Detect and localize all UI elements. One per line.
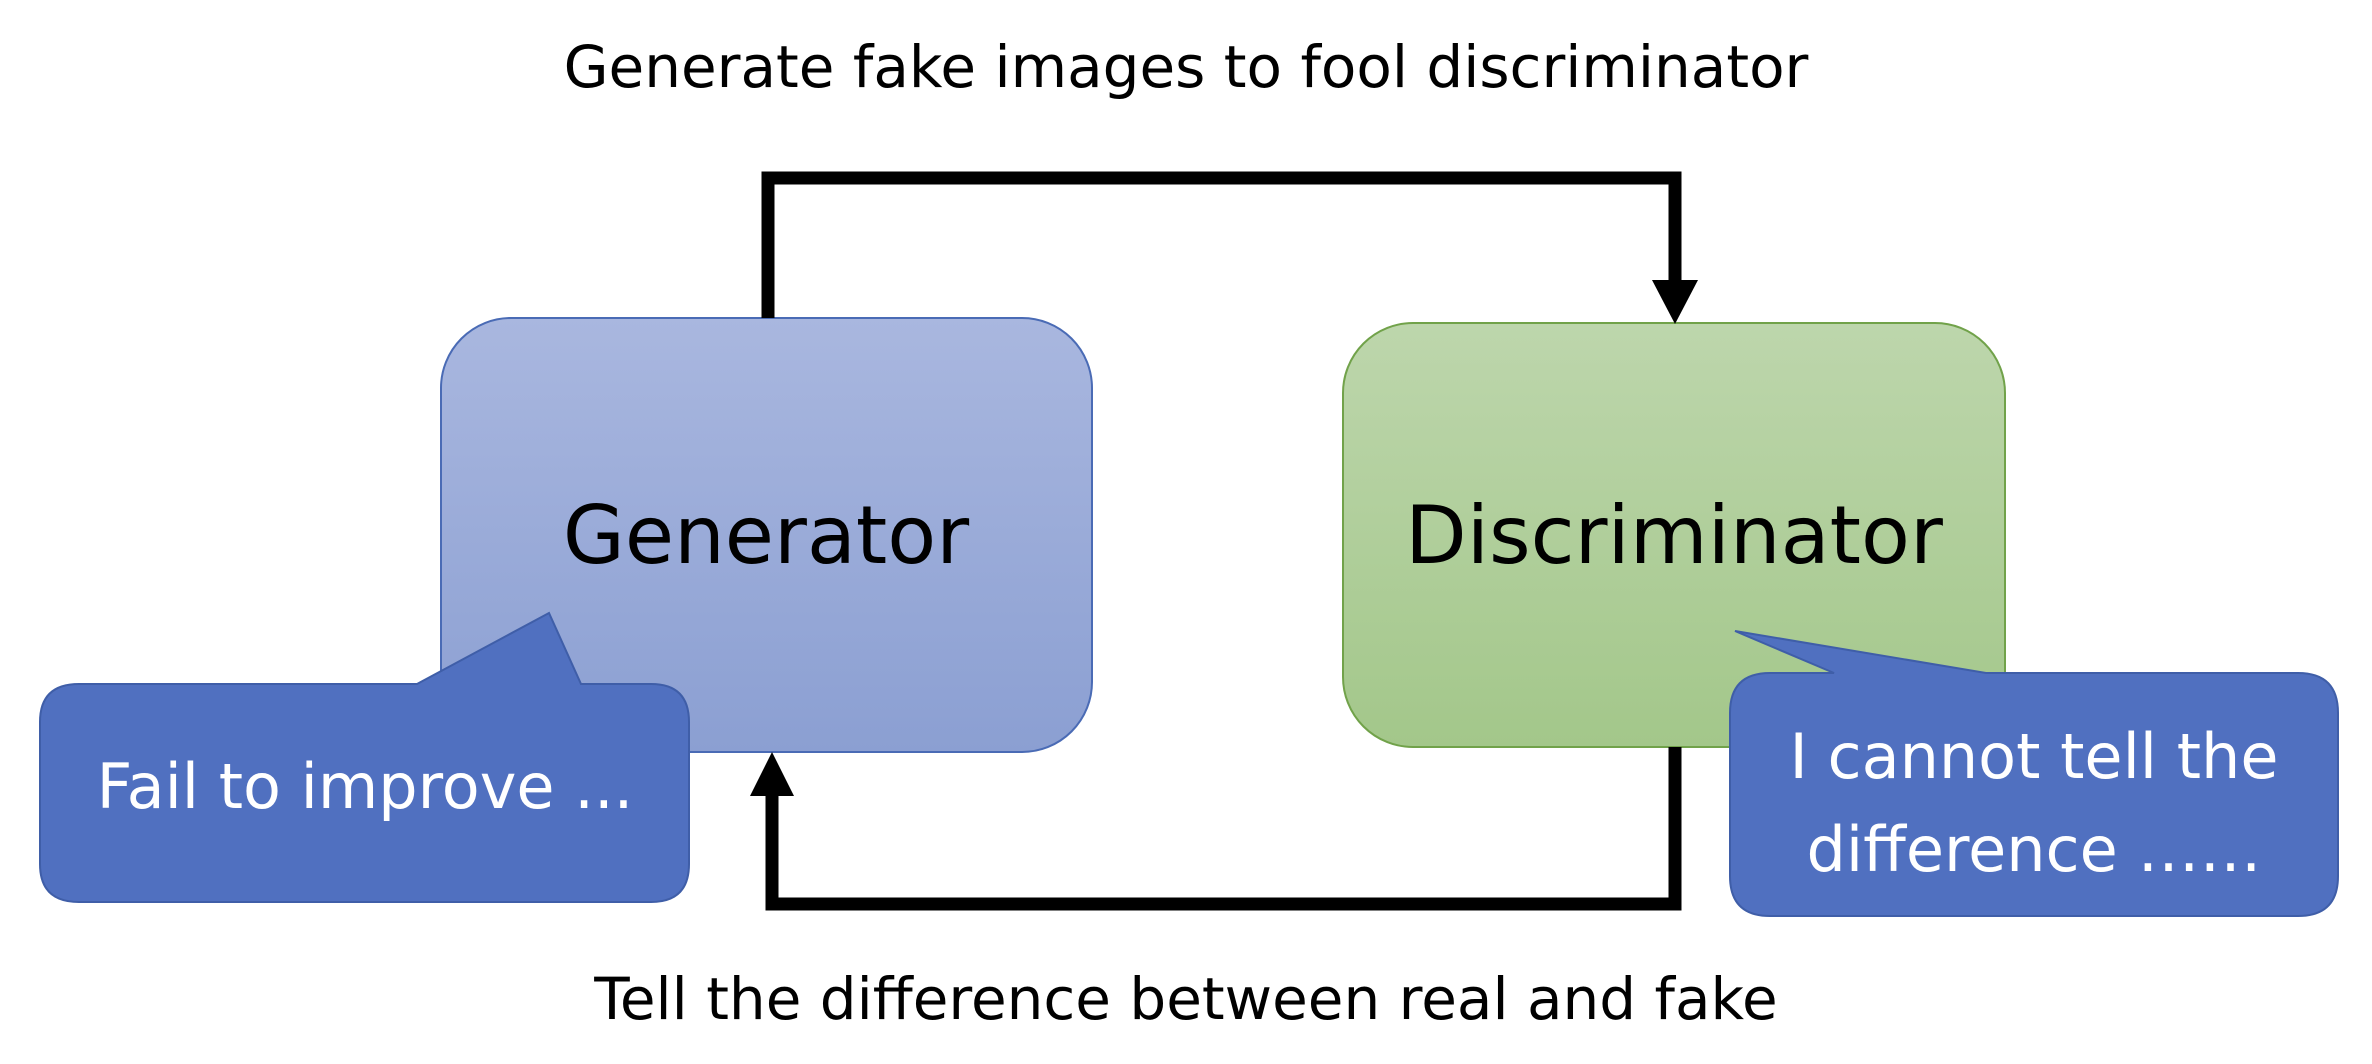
top-arrow bbox=[761, 171, 1698, 324]
bottom-arrow bbox=[750, 747, 1682, 911]
callout-right-line-2: difference …… bbox=[1806, 813, 2262, 886]
generator-label: Generator bbox=[562, 489, 970, 582]
discriminator-label: Discriminator bbox=[1405, 489, 1943, 582]
bottom-arrow-head bbox=[750, 752, 794, 796]
callout-left bbox=[39, 611, 690, 903]
callout-left-text: Fail to improve ... bbox=[96, 750, 634, 823]
top-arrow-head bbox=[1652, 280, 1698, 324]
top-arrow-line bbox=[761, 171, 1682, 318]
callout-right-line-1: I cannot tell the bbox=[1789, 720, 2279, 793]
callout-right bbox=[1729, 630, 2339, 917]
caption-bottom: Tell the difference between real and fak… bbox=[594, 965, 1778, 1033]
caption-top: Generate fake images to fool discriminat… bbox=[563, 33, 1809, 101]
bottom-arrow-line bbox=[765, 747, 1682, 911]
callout-right-text: I cannot tell the difference …… bbox=[1730, 710, 2338, 896]
